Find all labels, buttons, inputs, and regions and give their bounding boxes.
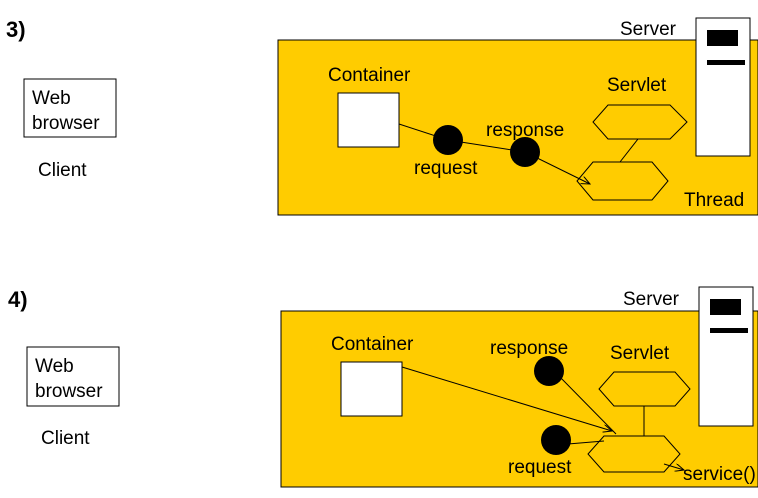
service-call-arrow — [663, 463, 684, 470]
client-label: Client — [38, 160, 87, 181]
step-label: 4) — [8, 287, 28, 312]
step-label: 3) — [6, 17, 26, 42]
panel-4: 4) Web browser Client Server Container S… — [8, 286, 758, 488]
request-object — [433, 125, 463, 155]
container-label: Container — [328, 65, 411, 86]
container-flow-arrow — [401, 366, 612, 431]
response-link — [557, 374, 617, 435]
web-browser-label-line1: Web — [35, 356, 74, 377]
response-label: response — [486, 120, 564, 141]
web-browser-label-line2: browser — [32, 113, 100, 134]
servlet-label: Servlet — [610, 343, 670, 364]
request-object — [541, 425, 571, 455]
container-box — [337, 92, 400, 148]
flow-arrow — [398, 123, 590, 184]
server-tower-icon — [695, 17, 751, 157]
client-label: Client — [41, 428, 90, 449]
response-label: response — [490, 338, 568, 359]
server-label: Server — [623, 289, 680, 310]
web-browser-label-line2: browser — [35, 381, 103, 402]
servlet-thread-link — [619, 138, 639, 163]
web-browser-box — [23, 78, 117, 138]
servlet-hexagon — [598, 371, 691, 407]
server-tower-icon — [698, 286, 754, 427]
servlet-hexagon — [592, 104, 688, 140]
service-method-label: service() — [683, 464, 756, 485]
request-label: request — [414, 158, 478, 179]
web-browser-box — [26, 346, 120, 407]
container-box — [340, 361, 403, 417]
servlet-label: Servlet — [607, 75, 667, 96]
web-browser-label-line1: Web — [32, 88, 71, 109]
request-label: request — [508, 457, 572, 478]
response-object — [534, 356, 564, 386]
thread-hexagon — [587, 435, 681, 473]
response-object — [510, 137, 540, 167]
thread-label: Thread — [684, 190, 744, 211]
server-label: Server — [620, 19, 677, 40]
panel-3: 3) Web browser Client Server Container S… — [6, 17, 758, 216]
thread-hexagon — [576, 161, 669, 201]
container-label: Container — [331, 334, 414, 355]
